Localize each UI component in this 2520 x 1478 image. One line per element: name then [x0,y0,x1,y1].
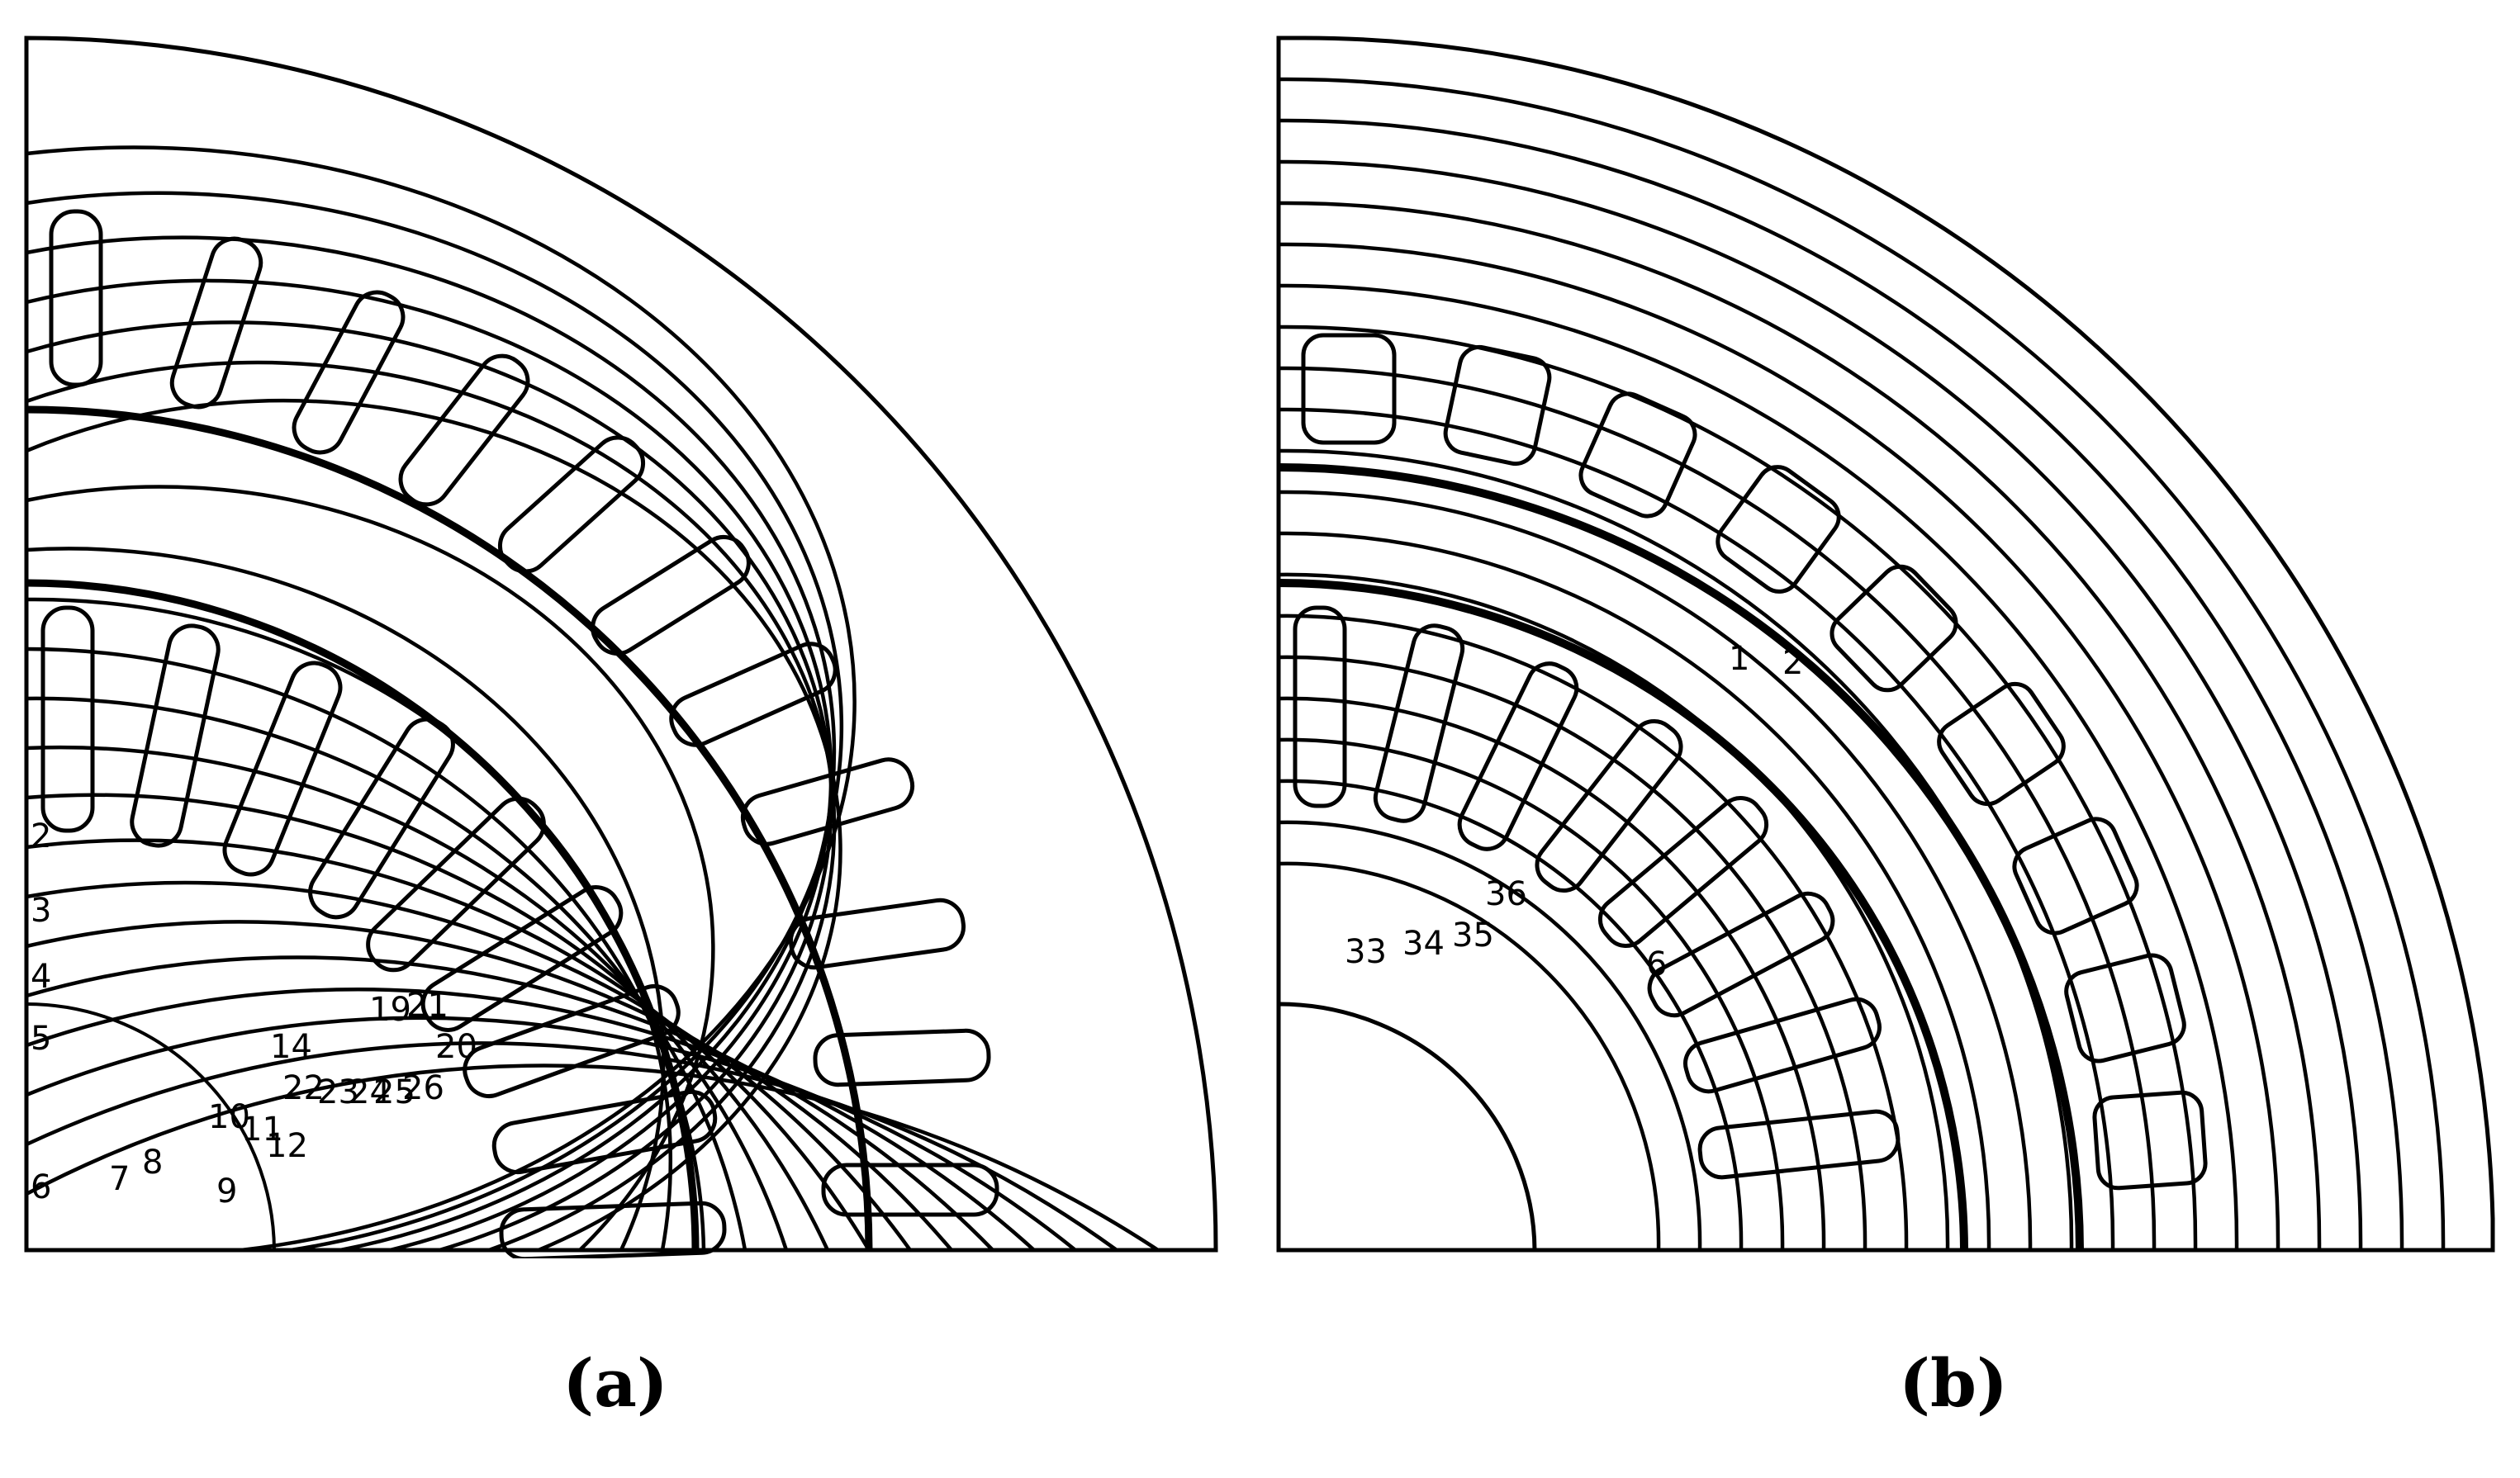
contour-label: 1 [1729,640,1749,678]
panel-b-svg: 1 2 6 33 34 35 36 [1276,36,2495,1253]
panel-b-outline [1276,36,2495,1253]
flux-line [1276,490,2033,1253]
flux-line [1276,242,2280,1253]
flux-line [1276,201,2322,1253]
flux-line [1276,448,2074,1253]
panel-a-rotor-slots [40,605,727,1258]
flux-line [1276,118,2404,1253]
contour-label: 23 [317,1073,359,1111]
flux-line [24,191,844,1253]
contour-label: 22 [282,1069,325,1107]
contour-label: 14 [270,1028,312,1066]
contour-label: 8 [142,1144,163,1182]
contour-label: 20 [435,1028,477,1066]
contour-label: 11 [241,1111,283,1149]
flux-line [24,597,672,1253]
flux-line [24,235,837,1253]
panel-b-rotor-slots [1293,605,1901,1180]
panel-a-shaft [26,1002,276,1251]
contour-label: 5 [31,1020,51,1058]
panel-b-contour-labels: 1 2 6 33 34 35 36 [1345,640,1803,983]
flux-line [1276,407,2115,1253]
flux-line [1276,861,1661,1253]
flux-line [1276,324,2198,1253]
flux-line [1276,572,1950,1253]
flux-line [24,1063,1160,1253]
contour-label: 12 [266,1127,308,1165]
flux-line [24,696,747,1253]
flux-line [1276,820,1702,1253]
panel-a-flux-plot: 19 21 20 14 22 23 24 25 26 10 11 12 7 8 … [18,30,1224,1258]
panel-a-outline [24,36,1218,1253]
contour-label: 7 [109,1160,130,1198]
panel-a-rotor-outer [26,579,700,1251]
flux-line [24,1041,1119,1253]
flux-line [24,278,833,1253]
panel-a-stator-bore [26,405,873,1251]
flux-line [1276,779,1744,1253]
flux-line [1276,613,1909,1253]
flux-line [24,987,1037,1253]
flux-line [24,547,666,1253]
panel-a-svg: 19 21 20 14 22 23 24 25 26 10 11 12 7 8 … [24,36,1218,1258]
flux-line [1276,283,2239,1253]
contour-label: 36 [1485,875,1527,913]
flux-line [1276,531,1991,1253]
flux-line [1276,737,1785,1253]
flux-line [1276,159,2363,1253]
panel-b-stator-bore [1278,463,2084,1251]
flux-line [24,838,871,1253]
contour-label: 35 [1452,917,1494,955]
contour-label: 25 [373,1073,415,1111]
flux-line [24,920,954,1253]
flux-line [1276,366,2157,1253]
flux-line [24,793,830,1253]
panel-b-rotor-outer [1278,579,1968,1251]
flux-line [24,145,857,1253]
caption-a: (a) [562,1344,668,1422]
panel-b-shaft [1278,1002,1537,1251]
contour-label: 4 [31,958,51,996]
contour-label: 33 [1345,933,1387,971]
contour-label: 34 [1402,925,1445,963]
contour-label: 6 [31,1168,51,1206]
contour-label: 2 [1782,644,1803,682]
contour-label: 6 [1646,945,1667,983]
contour-label: 26 [402,1069,444,1107]
panel-b-flux-plot: 1 2 6 33 34 35 36 [1270,30,2501,1258]
contour-label: 3 [31,892,51,930]
flux-line [24,880,913,1253]
caption-b: (b) [1899,1344,2008,1422]
flux-line [24,399,842,1253]
contour-label: 21 [406,987,448,1025]
flux-line [24,955,995,1253]
contour-label: 19 [369,991,411,1029]
contour-label: 2 [31,817,51,855]
flux-line [24,1016,1078,1253]
panel-a-contour-labels: 19 21 20 14 22 23 24 25 26 10 11 12 7 8 … [31,817,477,1210]
contour-label: 10 [208,1098,250,1136]
panel-a-stator-slots [49,209,999,1217]
contour-label: 9 [216,1172,237,1210]
contour-label: 24 [349,1073,391,1111]
flux-line [24,485,715,1253]
flux-line [1276,77,2446,1253]
panel-b-stator-slots [1301,333,2208,1191]
